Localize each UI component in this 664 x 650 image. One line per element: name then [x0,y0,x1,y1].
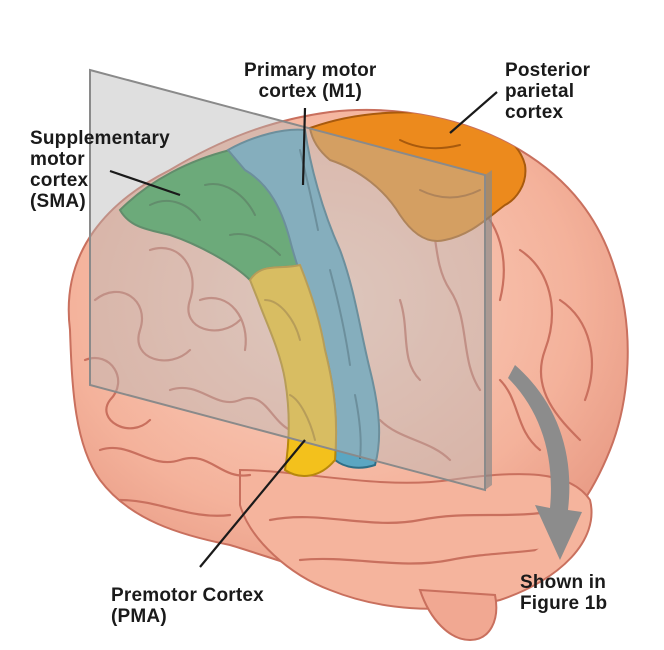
label-shown-in-figure: Shown in Figure 1b [520,572,608,614]
rotation-arrow [508,365,582,560]
brainstem [418,588,498,642]
leader-lines [109,91,498,568]
temporal-lobe [239,468,593,610]
label-supplementary-motor-cortex: Supplementary motor cortex (SMA) [30,128,170,212]
label-primary-motor-cortex: Primary motor cortex (M1) [244,60,377,102]
section-plane-edge [485,170,492,490]
pma-region [248,263,338,477]
label-posterior-parietal-cortex: Posterior parietal cortex [505,60,591,123]
label-premotor-cortex: Premotor Cortex (PMA) [111,585,264,627]
